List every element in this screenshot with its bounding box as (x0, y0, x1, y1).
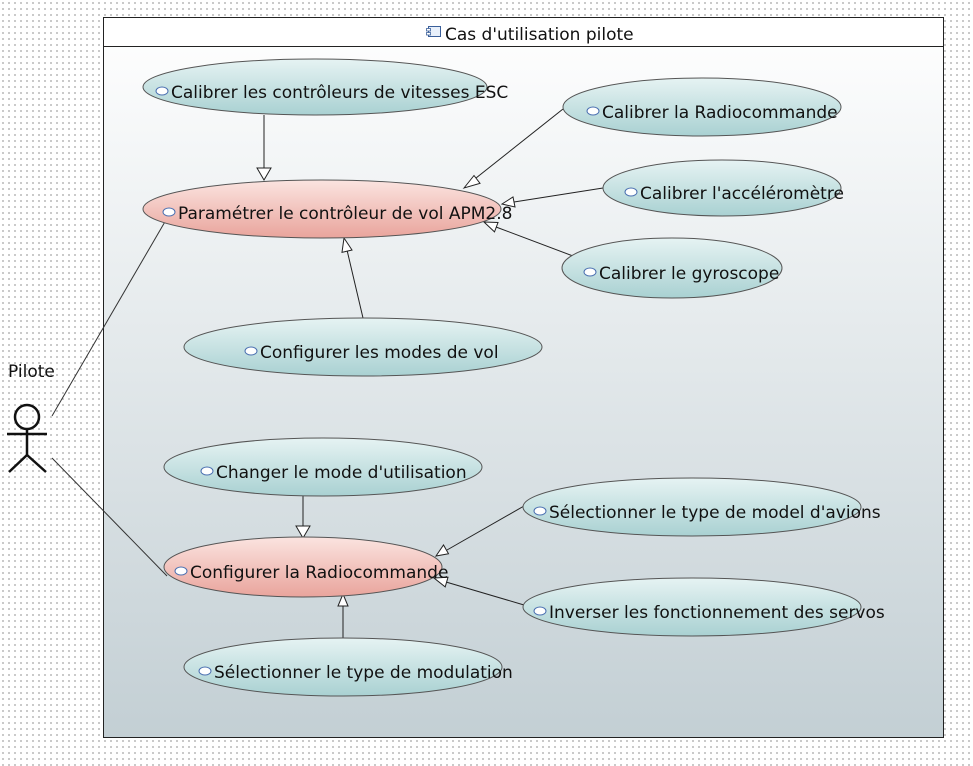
use-case-label: Calibrer l'accéléromètre (640, 184, 844, 204)
use-case-icon (583, 267, 597, 277)
actor-pilote[interactable]: Pilote (7, 362, 55, 473)
use-case-label: Calibrer les contrôleurs de vitesses ESC (171, 83, 508, 103)
use-case-label: Sélectionner le type de model d'avions (549, 503, 881, 523)
system-boundary[interactable]: Cas d'utilisation pilote (103, 17, 944, 738)
use-case-configurer-modes-vol[interactable]: Configurer les modes de vol (183, 317, 543, 377)
association-line[interactable] (51, 457, 168, 577)
use-case-label: Configurer les modes de vol (260, 343, 499, 363)
use-case-icon (244, 346, 258, 356)
use-case-calibrer-gyroscope[interactable]: Calibrer le gyroscope (561, 237, 783, 299)
use-case-icon (586, 106, 600, 116)
use-case-label: Calibrer le gyroscope (599, 264, 779, 284)
use-case-calibrer-radiocommande[interactable]: Calibrer la Radiocommande (562, 77, 842, 137)
use-case-selectionner-type-avion[interactable]: Sélectionner le type de model d'avions (522, 477, 881, 537)
use-case-changer-mode-utilisation[interactable]: Changer le mode d'utilisation (163, 437, 483, 497)
use-case-calibrer-accelerometre[interactable]: Calibrer l'accéléromètre (602, 159, 844, 217)
component-icon (426, 26, 441, 37)
use-case-label: Inverser les fonctionnement des servos (549, 603, 885, 623)
use-case-calibrer-esc[interactable]: Calibrer les contrôleurs de vitesses ESC (142, 58, 508, 116)
use-case-icon (174, 566, 188, 576)
use-case-label: Changer le mode d'utilisation (216, 463, 467, 483)
use-case-label: Sélectionner le type de modulation (214, 663, 513, 683)
use-case-icon (533, 606, 547, 616)
include-relations (256, 115, 311, 539)
use-case-icon (200, 466, 214, 476)
generalization-relations (337, 108, 604, 638)
use-case-inverser-servos[interactable]: Inverser les fonctionnement des servos (522, 577, 885, 637)
use-case-icon (198, 666, 212, 676)
use-case-icon (155, 86, 169, 96)
use-case-parametrer-controleur[interactable]: Paramétrer le contrôleur de vol APM2.8 (142, 179, 512, 239)
association-line[interactable] (51, 219, 167, 417)
use-case-label: Configurer la Radiocommande (190, 563, 448, 583)
use-case-label: Calibrer la Radiocommande (602, 103, 838, 123)
stick-figure-icon (7, 403, 47, 473)
use-case-selectionner-modulation[interactable]: Sélectionner le type de modulation (183, 637, 513, 697)
use-case-icon (624, 187, 638, 197)
use-case-configurer-radiocommande[interactable]: Configurer la Radiocommande (163, 536, 448, 598)
use-case-icon (533, 506, 547, 516)
use-case-icon (162, 207, 176, 217)
use-case-label: Paramétrer le contrôleur de vol APM2.8 (178, 204, 512, 224)
actor-name: Pilote (8, 362, 55, 382)
system-title: Cas d'utilisation pilote (445, 25, 634, 45)
